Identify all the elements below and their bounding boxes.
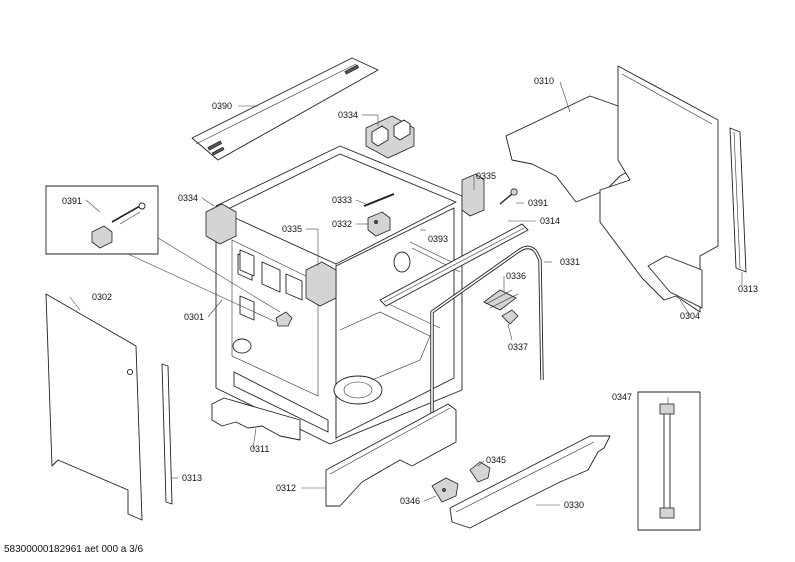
part-0390-top-rail <box>191 57 379 161</box>
label-0332: 0332 <box>332 219 352 229</box>
part-0347-cable-harness <box>637 391 701 531</box>
part-0314-rail <box>379 223 529 307</box>
label-0335-right: 0335 <box>476 171 496 181</box>
part-0301-tub-frame <box>205 145 485 445</box>
label-0313-right: 0313 <box>738 284 758 294</box>
part-0345 <box>469 461 491 483</box>
label-0331: 0331 <box>560 257 580 267</box>
label-0337: 0337 <box>508 342 528 352</box>
part-0334-bracket <box>365 115 415 159</box>
part-0391-screw-right <box>499 188 518 205</box>
label-0391-right: 0391 <box>528 198 548 208</box>
part-0313-strip-right <box>729 127 747 273</box>
label-0313-left: 0313 <box>182 473 202 483</box>
label-0330: 0330 <box>564 500 584 510</box>
label-0334-left: 0334 <box>178 193 198 203</box>
label-0310: 0310 <box>534 76 554 86</box>
label-0312: 0312 <box>276 483 296 493</box>
part-0302-front-panel <box>45 293 143 521</box>
inset-0391-screw <box>45 185 293 327</box>
label-0391-inset: 0391 <box>62 196 82 206</box>
part-0313-strip-left <box>161 363 173 505</box>
label-0346: 0346 <box>400 496 420 506</box>
part-0330-bottom-channel <box>449 435 611 529</box>
part-0331-seal <box>430 245 544 448</box>
label-0347: 0347 <box>612 392 632 402</box>
part-0346 <box>431 477 459 503</box>
part-0312-kick-plate <box>325 403 457 507</box>
part-0311-base <box>211 397 301 441</box>
part-0337-clip <box>501 309 519 325</box>
label-0314: 0314 <box>540 216 560 226</box>
label-0311: 0311 <box>250 444 269 454</box>
label-0304: 0304 <box>680 311 700 321</box>
label-0302: 0302 <box>92 292 112 302</box>
label-0336: 0336 <box>506 271 526 281</box>
part-0333-0332 <box>363 193 395 237</box>
part-0304-side-panel <box>599 65 719 313</box>
label-0334-top: 0334 <box>338 110 358 120</box>
leader-lines <box>69 81 743 506</box>
label-0393: 0393 <box>428 234 448 244</box>
label-0390: 0390 <box>212 101 232 111</box>
label-0335-left: 0335 <box>282 224 302 234</box>
label-0333: 0333 <box>332 195 352 205</box>
label-0345: 0345 <box>486 455 506 465</box>
part-0336-clips <box>483 289 519 311</box>
document-footer: 58300000182961 aet 000 a 3/6 <box>4 544 143 555</box>
part-labels: 0390 0334 0334 0391 0391 0333 0332 0335 … <box>62 76 758 510</box>
label-0301: 0301 <box>184 312 204 322</box>
